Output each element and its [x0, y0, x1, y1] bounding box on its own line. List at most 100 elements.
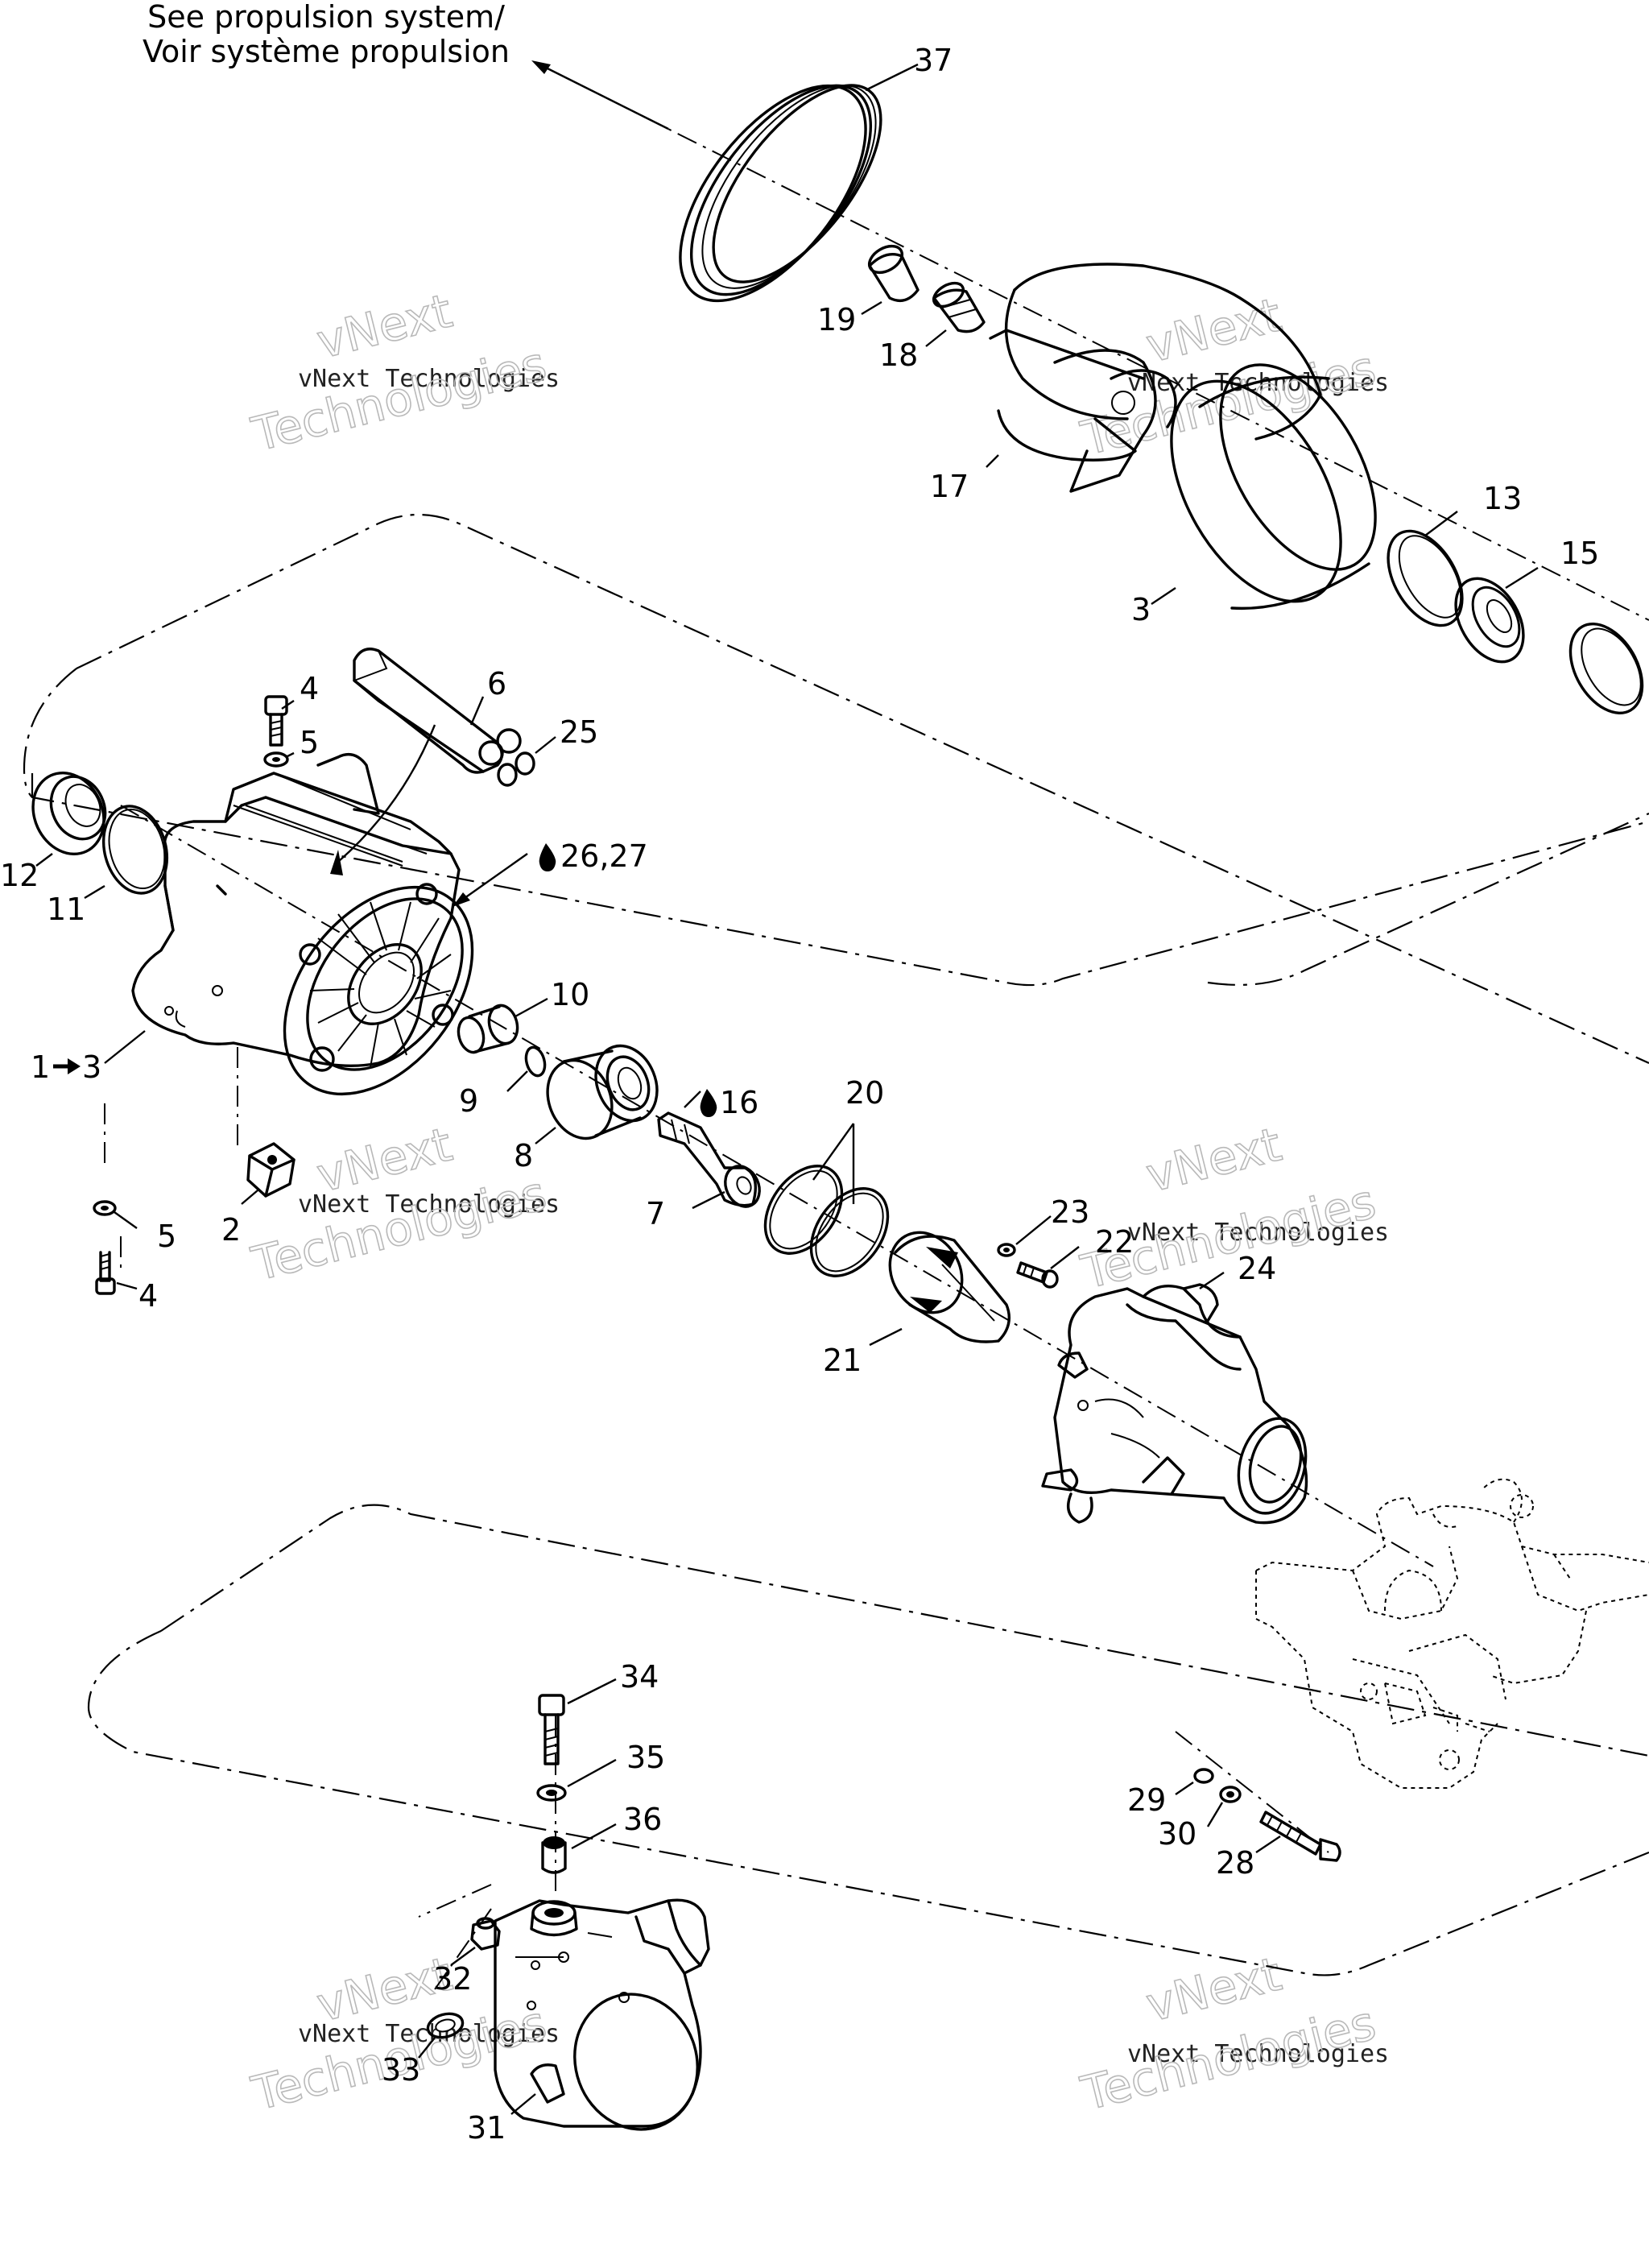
label-3-upper: 3 — [1131, 592, 1151, 627]
lower-group-boundary — [87, 1504, 1649, 1976]
axis-bolt-right — [1175, 1731, 1329, 1853]
label-26-27: 26,27 — [539, 838, 648, 874]
label-1-to-3: 1 3 — [31, 1049, 101, 1085]
part-20-rings — [763, 1165, 890, 1277]
label-19: 19 — [817, 302, 856, 337]
svg-text:3: 3 — [82, 1049, 101, 1085]
part-19-sleeve — [868, 244, 920, 302]
part-23-washer — [997, 1243, 1016, 1257]
part-6-support — [353, 648, 522, 774]
label-23: 23 — [1051, 1194, 1089, 1230]
label-15: 15 — [1560, 536, 1599, 571]
svg-text:vNext Technologies: vNext Technologies — [298, 365, 560, 393]
label-18: 18 — [879, 337, 918, 373]
upper-group-boundary — [23, 513, 1649, 1065]
svg-text:vNext Technologies: vNext Technologies — [298, 1190, 560, 1219]
svg-text:26,27: 26,27 — [560, 838, 648, 874]
propulsion-reference-note: See propulsion system/ Voir système prop… — [143, 0, 510, 69]
watermark-mid-right: vNext vNext Technologies Technologies — [1075, 1116, 1389, 1301]
svg-text:vNext: vNext — [1141, 1117, 1287, 1203]
part-33-seal — [426, 2012, 465, 2039]
svg-text:vNext: vNext — [1141, 1947, 1287, 2033]
part-12-seal — [31, 771, 107, 856]
label-4-lower: 4 — [138, 1278, 158, 1314]
label-11: 11 — [47, 892, 85, 927]
oil-drop-icon — [700, 1089, 717, 1117]
label-34: 34 — [620, 1659, 659, 1695]
part-30-washer — [1219, 1786, 1242, 1803]
part-4-bolt-upper — [264, 695, 288, 747]
svg-text:vNext: vNext — [312, 284, 457, 370]
part-9-o-ring — [524, 1045, 547, 1078]
part-37-wear-ring — [679, 84, 882, 303]
label-37: 37 — [914, 43, 953, 78]
label-21: 21 — [823, 1343, 862, 1378]
svg-text:Technologies: Technologies — [1076, 340, 1381, 466]
part-22-screw — [1016, 1261, 1059, 1289]
label-4-upper: 4 — [300, 671, 319, 706]
watermark-mid-left: vNext vNext Technologies Technologies — [246, 1116, 560, 1293]
label-30: 30 — [1158, 1816, 1196, 1852]
sealant-arrow — [453, 853, 528, 907]
label-35: 35 — [626, 1740, 665, 1775]
part-8-bearing — [546, 1044, 659, 1140]
part-7-shaft — [657, 1111, 761, 1208]
label-36: 36 — [623, 1802, 662, 1837]
label-29: 29 — [1127, 1782, 1166, 1818]
part-4-bolt-lower — [95, 1251, 116, 1295]
label-9: 9 — [459, 1083, 478, 1119]
svg-text:vNext Technologies: vNext Technologies — [1127, 2040, 1389, 2068]
part-25-orings — [497, 751, 535, 787]
label-8: 8 — [514, 1138, 533, 1173]
part-31-steering-nozzle — [494, 1898, 710, 2131]
svg-text:16: 16 — [720, 1085, 758, 1120]
edge-ring — [1568, 622, 1644, 715]
label-6: 6 — [487, 666, 506, 702]
part-18-insert — [932, 281, 986, 333]
label-25: 25 — [560, 714, 598, 750]
watermark-bottom-right: vNext vNext Technologies Technologies — [1075, 1946, 1389, 2122]
part-32-nut — [470, 1917, 501, 1951]
label-5-lower: 5 — [157, 1219, 176, 1254]
leader-lines — [35, 63, 1539, 2115]
propulsion-axis-upper — [539, 64, 1649, 621]
part-5-washer-lower — [93, 1200, 117, 1216]
svg-text:vNext Technologies: vNext Technologies — [1127, 1219, 1389, 1247]
label-2: 2 — [221, 1212, 241, 1248]
part-29-washer — [1193, 1768, 1214, 1784]
propulsion-arrow — [531, 60, 669, 130]
label-22: 22 — [1095, 1224, 1134, 1260]
label-31: 31 — [467, 2110, 506, 2146]
main-axis — [120, 805, 1434, 1567]
part-17-impeller — [989, 263, 1322, 493]
right-arrow-icon — [53, 1058, 81, 1074]
svg-text:Technologies: Technologies — [246, 1165, 552, 1291]
svg-text:Voir système propulsion: Voir système propulsion — [143, 34, 510, 69]
part-28-bolt — [1259, 1811, 1341, 1862]
svg-text:Technologies: Technologies — [1076, 1995, 1381, 2121]
svg-text:See propulsion system/: See propulsion system/ — [147, 0, 505, 35]
label-7: 7 — [646, 1196, 665, 1231]
part-3-wear-ring-housing — [1170, 363, 1377, 610]
part-13-circlip — [1387, 529, 1464, 627]
label-24: 24 — [1238, 1251, 1276, 1286]
part-24-venturi-nozzle — [1041, 1283, 1308, 1525]
label-13: 13 — [1483, 481, 1522, 516]
part-labels: 37 19 18 17 3 13 15 6 4 5 25 12 11 26,27… — [0, 43, 1599, 2146]
part-35-washer — [536, 1784, 567, 1802]
label-20: 20 — [845, 1075, 884, 1111]
part-34-bolt — [538, 1694, 565, 1765]
svg-text:Technologies: Technologies — [246, 336, 552, 461]
watermark-top-left: vNext vNext Technologies Technologies — [246, 283, 560, 463]
svg-text:vNext: vNext — [1141, 288, 1287, 374]
part-15-seal — [1454, 577, 1525, 664]
upper-group-boundary-lower — [1207, 812, 1649, 986]
part-36-bushing — [541, 1836, 567, 1874]
label-32: 32 — [433, 1961, 472, 1997]
label-17: 17 — [930, 469, 969, 504]
label-28: 28 — [1216, 1845, 1254, 1881]
label-5-upper: 5 — [300, 725, 319, 760]
part-1-pump-housing — [131, 753, 474, 1096]
part-21-cone — [888, 1231, 1010, 1343]
axis-bracket-left — [104, 1047, 238, 1273]
